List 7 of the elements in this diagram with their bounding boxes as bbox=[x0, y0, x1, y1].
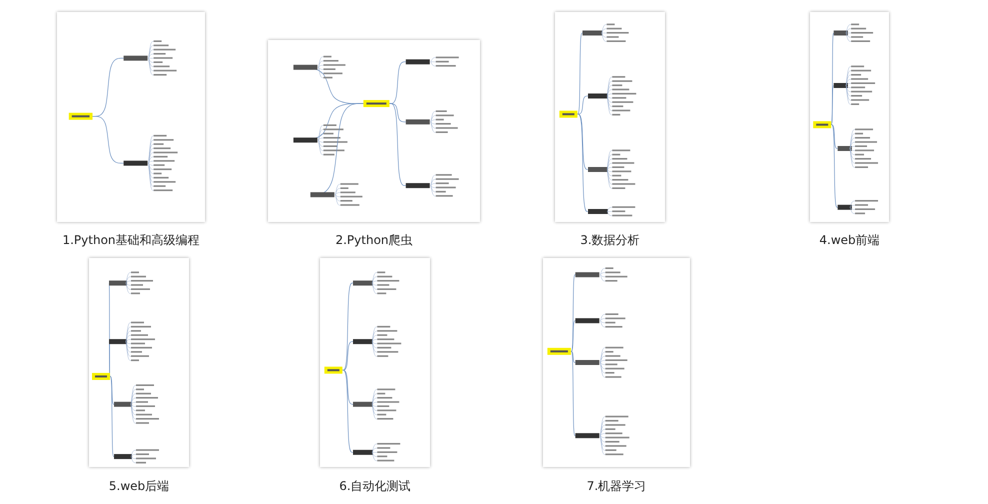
thumbnail-caption: 5.web后端 bbox=[108, 478, 170, 495]
thumbnail-caption: 2.Python爬虫 bbox=[335, 232, 413, 249]
thumbnail-caption: 7.机器学习 bbox=[586, 478, 646, 495]
thumbnail-caption: 3.数据分析 bbox=[580, 232, 640, 249]
thumbnail-caption: 6.自动化测试 bbox=[339, 478, 411, 495]
thumbnail-caption: 1.Python基础和高级编程 bbox=[62, 232, 200, 249]
thumbnail-caption: 4.web前端 bbox=[819, 232, 880, 249]
